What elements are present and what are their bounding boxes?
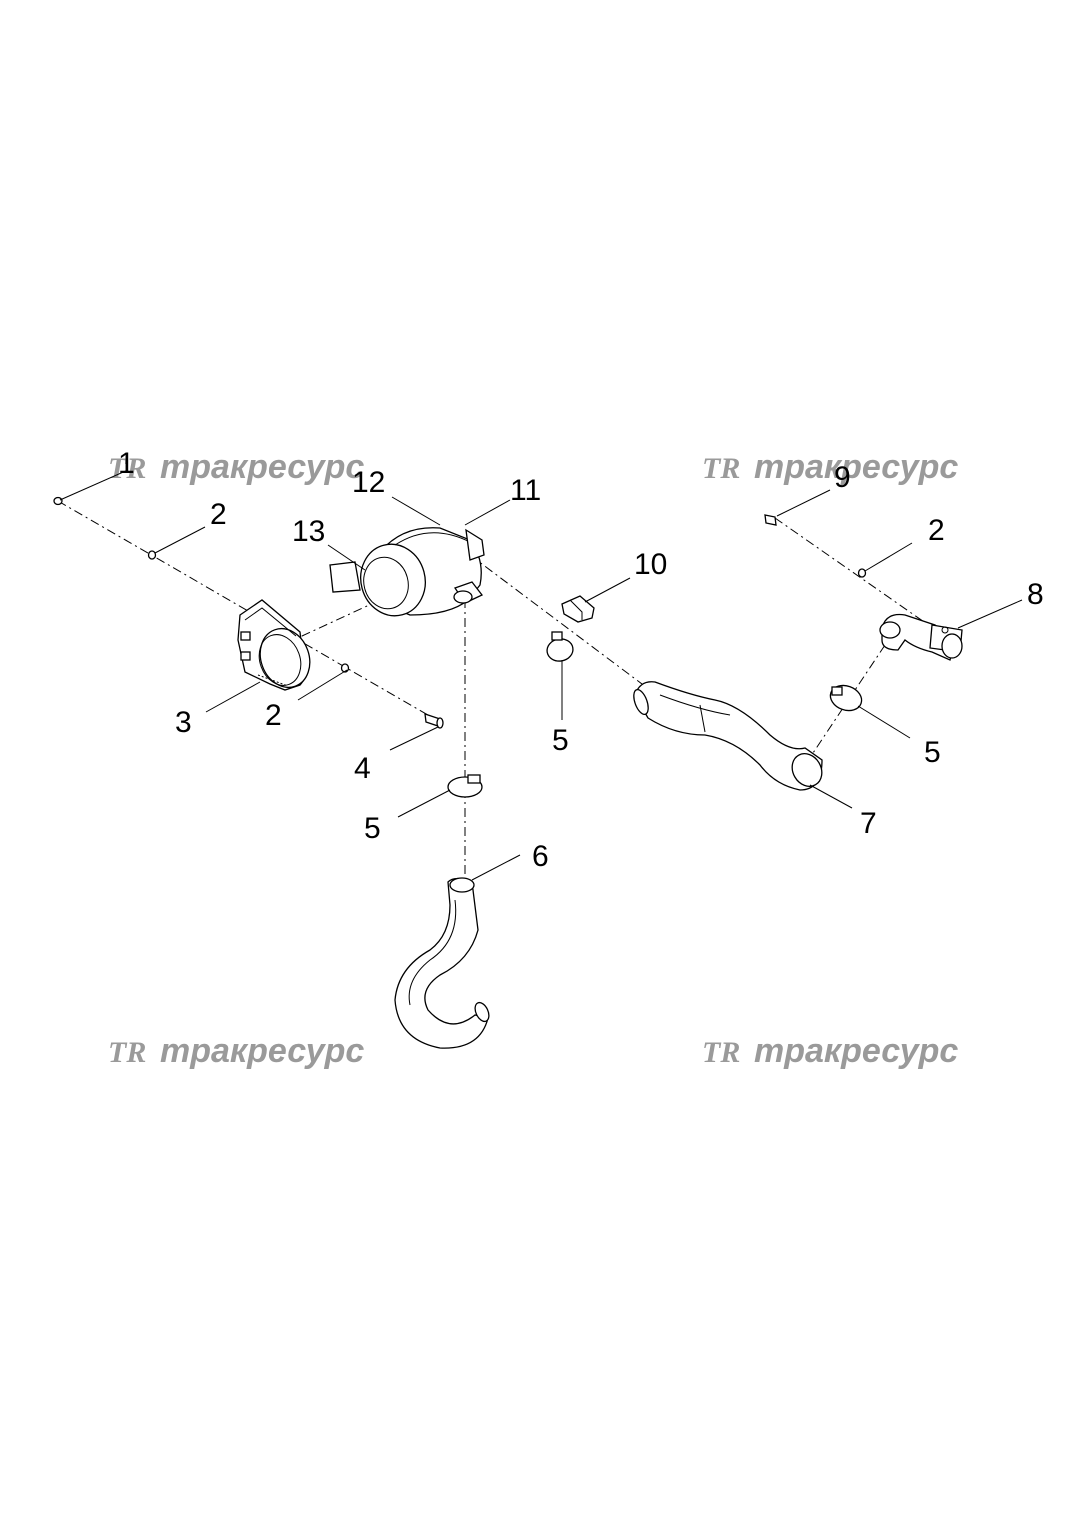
watermark-top-right: TR тракресурс (702, 448, 958, 486)
callout-labels: 1 2 3 2 4 5 5 6 7 5 8 2 9 10 11 12 13 (118, 447, 1044, 873)
part-clamp-5 (447, 631, 863, 798)
callout-4: 4 (354, 752, 371, 785)
callout-1: 1 (118, 447, 135, 480)
callout-7: 7 (860, 807, 877, 840)
watermark-text: тракресурс (754, 448, 958, 486)
watermark-top-left: TR тракресурс (108, 448, 364, 486)
part-hose-7 (633, 681, 823, 791)
watermark-logo: TR (108, 1036, 146, 1069)
part-connector-10 (561, 595, 595, 623)
assembly-axes (57, 500, 951, 880)
callout-8: 8 (1027, 578, 1044, 611)
part-air-filter-11-12-13 (329, 527, 485, 617)
callout-9: 9 (834, 461, 851, 494)
callout-2-b: 2 (265, 699, 282, 732)
callout-5-a: 5 (552, 724, 569, 757)
part-elbow-8 (879, 613, 963, 661)
callout-2-c: 2 (928, 514, 945, 547)
leader-lines (59, 469, 1023, 881)
callout-10: 10 (634, 548, 667, 581)
watermark-bottom-left: TR тракресурс (108, 1032, 364, 1070)
callout-13: 13 (292, 515, 325, 548)
callout-12: 12 (352, 466, 385, 499)
watermark-logo: TR (702, 452, 740, 485)
part-bolt-4 (424, 713, 444, 729)
watermark-text: тракресурс (160, 448, 364, 486)
callout-3: 3 (175, 706, 192, 739)
callout-6: 6 (532, 840, 549, 873)
part-screw-9 (764, 514, 777, 526)
watermark-logo: TR (702, 1036, 740, 1069)
watermark-logo: TR (108, 452, 146, 485)
watermark-text: тракресурс (754, 1032, 958, 1070)
callout-5-b: 5 (364, 812, 381, 845)
callout-11: 11 (510, 474, 541, 507)
part-hose-6 (394, 877, 490, 1049)
part-screw-1 (53, 496, 63, 506)
watermark-text: тракресурс (160, 1032, 364, 1070)
callout-2-a: 2 (210, 498, 227, 531)
callout-5-c: 5 (924, 736, 941, 769)
part-bracket-3 (237, 599, 311, 691)
watermark-bottom-right: TR тракресурс (702, 1032, 958, 1070)
